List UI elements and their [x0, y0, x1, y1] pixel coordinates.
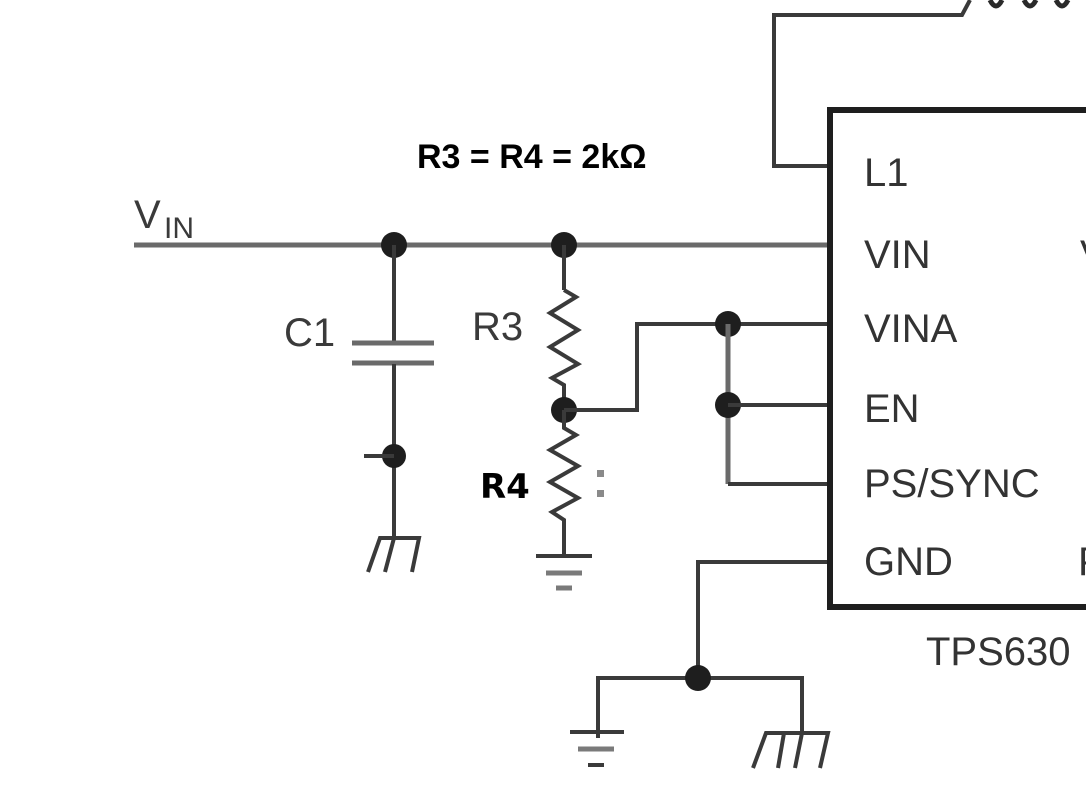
- c1-label: C1: [284, 311, 335, 355]
- l1-wire: [772, 0, 972, 168]
- ic-part-label: TPS630: [926, 630, 1071, 674]
- chassis-ground-icon: [366, 536, 422, 573]
- ic-body: [827, 107, 1086, 610]
- signal-ground-icon: [536, 554, 592, 591]
- decorative-dot: [597, 490, 604, 497]
- pin-label-vin: VIN: [864, 233, 931, 277]
- resistor-r4-icon: [545, 410, 583, 555]
- chassis-ground-icon: [751, 731, 831, 769]
- vin-label: V IN: [134, 193, 194, 245]
- r4-label: R4: [480, 467, 530, 507]
- resistor-r3-icon: [546, 288, 583, 410]
- pin-label-en: EN: [864, 387, 920, 431]
- r3-label: R3: [472, 305, 523, 349]
- vin-label-main: V: [134, 193, 161, 237]
- inductor-icon: [987, 0, 1071, 9]
- gnd-pin-wire: [696, 560, 830, 678]
- pin-label-vina: VINA: [864, 307, 958, 351]
- resistor-value-annotation: R3 = R4 = 2kΩ: [417, 138, 647, 176]
- pin-label-l1: L1: [864, 151, 909, 195]
- signal-ground-icon: [570, 730, 624, 767]
- pin-label-gnd: GND: [864, 540, 953, 584]
- decorative-dot: [597, 470, 604, 477]
- pin-label-right-partial: P: [1078, 540, 1086, 584]
- junction-node-gnd: [685, 665, 711, 691]
- pin-label-ps-sync: PS/SYNC: [864, 462, 1040, 506]
- pin-label-right-partial: V: [1080, 233, 1086, 277]
- vin-label-sub: IN: [164, 212, 194, 245]
- divider-output-wire: [564, 322, 830, 412]
